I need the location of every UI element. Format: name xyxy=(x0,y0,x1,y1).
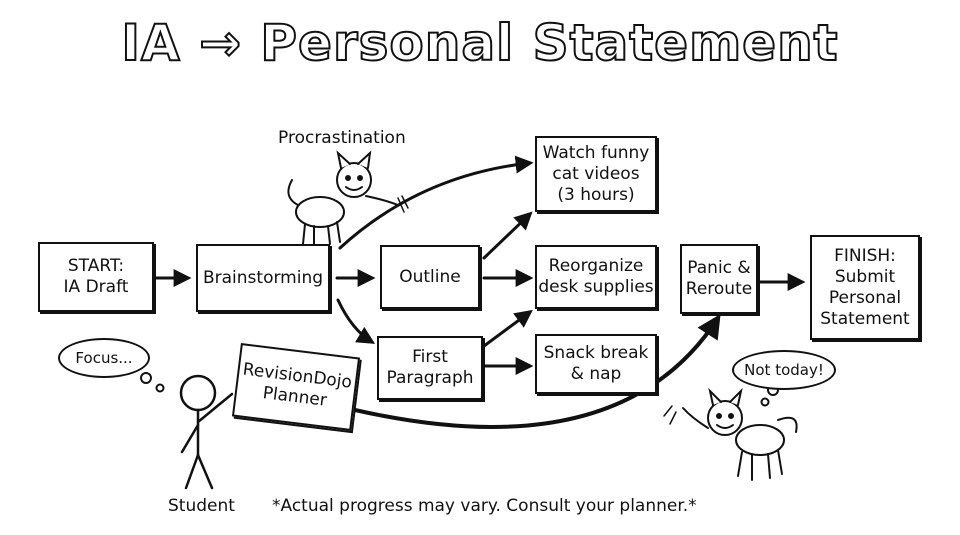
cat-devil-icon xyxy=(663,387,798,481)
student-label: Student xyxy=(168,496,235,516)
arrow-brainstorming-to-cat-videos xyxy=(338,155,534,250)
focus-thought-bubble: Focus... xyxy=(58,338,150,378)
not-today-thought-bubble: Not today! xyxy=(732,350,836,390)
arrow-first-to-desk xyxy=(482,309,533,348)
node-cat-videos: Watch funny cat videos (3 hours) xyxy=(535,136,657,212)
node-first-paragraph: First Paragraph xyxy=(377,336,483,400)
cat-devil-icon xyxy=(287,150,409,245)
diagram-title: IA → Personal Statement xyxy=(120,13,839,73)
disclaimer-text: *Actual progress may vary. Consult your … xyxy=(272,496,697,516)
node-desk-supplies: Reorganize desk supplies xyxy=(535,245,657,309)
node-start: START: IA Draft xyxy=(38,242,154,312)
stick-figure-icon xyxy=(179,374,234,490)
procrastination-label: Procrastination xyxy=(278,128,406,148)
node-panic: Panic & Reroute xyxy=(680,244,758,314)
node-snack-break: Snack break & nap xyxy=(535,334,657,394)
arrow-planner-to-panic xyxy=(353,313,721,429)
node-planner: RevisionDojo Planner xyxy=(231,342,361,432)
node-outline: Outline xyxy=(380,245,480,309)
node-finish: FINISH: Submit Personal Statement xyxy=(810,235,920,340)
arrow-brainstorming-to-first-paragraph xyxy=(336,298,376,344)
node-brainstorming: Brainstorming xyxy=(196,244,330,312)
arrow-outline-to-cat-videos xyxy=(482,211,533,260)
